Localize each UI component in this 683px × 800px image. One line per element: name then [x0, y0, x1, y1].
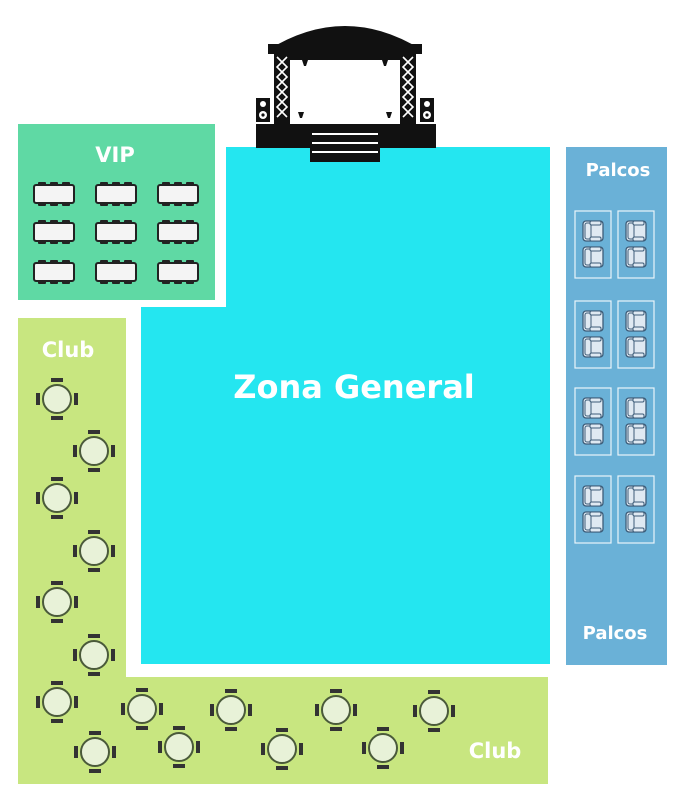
- palco-box[interactable]: [617, 387, 655, 456]
- armchair-icon: [625, 220, 647, 242]
- palco-box[interactable]: [574, 475, 612, 544]
- vip-table[interactable]: [95, 182, 137, 206]
- club-label-bottom: Club: [469, 739, 522, 763]
- zona-general-section[interactable]: Zona General: [141, 147, 550, 664]
- zona-general-label: Zona General: [233, 368, 475, 406]
- club-area[interactable]: [18, 318, 548, 784]
- armchair-icon: [625, 397, 647, 419]
- vip-table[interactable]: [157, 182, 199, 206]
- club-table[interactable]: [362, 727, 404, 769]
- armchair-icon: [582, 397, 604, 419]
- club-table[interactable]: [73, 634, 115, 676]
- vip-table[interactable]: [33, 182, 75, 206]
- palcos-label-bottom: Palcos: [583, 623, 648, 644]
- zona-general-area[interactable]: [141, 147, 550, 664]
- club-table[interactable]: [73, 430, 115, 472]
- vip-tables: [33, 182, 199, 284]
- vip-section[interactable]: VIP: [18, 124, 215, 300]
- palcos-label-top: Palcos: [586, 160, 651, 181]
- club-table[interactable]: [73, 530, 115, 572]
- club-table[interactable]: [158, 726, 200, 768]
- armchair-icon: [582, 485, 604, 507]
- armchair-icon: [625, 511, 647, 533]
- armchair-icon: [582, 246, 604, 268]
- club-table[interactable]: [36, 378, 78, 420]
- armchair-icon: [582, 220, 604, 242]
- vip-table[interactable]: [95, 220, 137, 244]
- club-table[interactable]: [121, 688, 163, 730]
- palco-box[interactable]: [617, 300, 655, 369]
- club-table[interactable]: [36, 477, 78, 519]
- vip-table[interactable]: [95, 260, 137, 284]
- vip-table[interactable]: [157, 220, 199, 244]
- club-section[interactable]: Club Club: [18, 318, 548, 784]
- palco-box[interactable]: [617, 475, 655, 544]
- palco-box[interactable]: [574, 387, 612, 456]
- vip-table[interactable]: [33, 220, 75, 244]
- club-table[interactable]: [261, 728, 303, 770]
- club-label-left: Club: [42, 338, 95, 362]
- armchair-icon: [625, 310, 647, 332]
- armchair-icon: [582, 423, 604, 445]
- armchair-icon: [625, 246, 647, 268]
- club-table[interactable]: [36, 681, 78, 723]
- club-table[interactable]: [210, 689, 252, 731]
- palco-boxes: [574, 210, 655, 544]
- palco-box[interactable]: [574, 300, 612, 369]
- vip-table[interactable]: [157, 260, 199, 284]
- vip-table[interactable]: [33, 260, 75, 284]
- palcos-area[interactable]: [566, 147, 667, 665]
- stage-icon: [256, 26, 436, 162]
- palcos-section[interactable]: Palcos Palcos: [566, 147, 667, 665]
- palco-box[interactable]: [574, 210, 612, 279]
- armchair-icon: [625, 336, 647, 358]
- vip-label: VIP: [95, 143, 134, 167]
- club-table[interactable]: [315, 689, 357, 731]
- armchair-icon: [625, 485, 647, 507]
- armchair-icon: [625, 423, 647, 445]
- club-table[interactable]: [74, 731, 116, 773]
- club-tables: [36, 378, 455, 773]
- armchair-icon: [582, 336, 604, 358]
- palco-box[interactable]: [617, 210, 655, 279]
- armchair-icon: [582, 511, 604, 533]
- club-table[interactable]: [413, 690, 455, 732]
- club-table[interactable]: [36, 581, 78, 623]
- armchair-icon: [582, 310, 604, 332]
